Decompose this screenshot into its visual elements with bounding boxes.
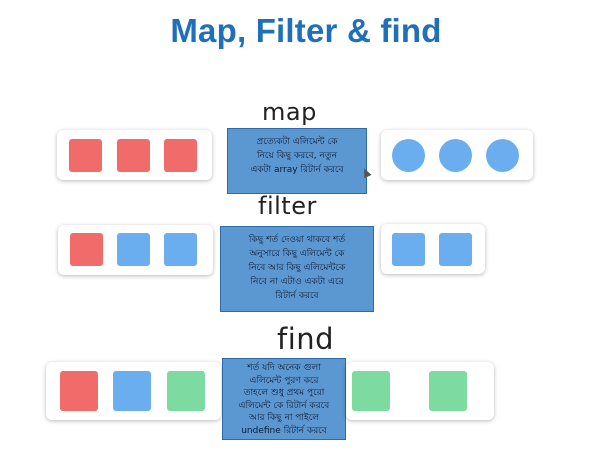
find-description-box: শর্ত যদি অনেক গুলা এলিমেন্ট পুরণ করে তাহ… [222,358,346,440]
filter-description-line: অনুসারে কিছু এলিমেন্ট কে [249,249,345,259]
map-input-item [69,139,102,172]
find-description-line: undefine রিটার্ন করবে [241,425,327,436]
filter-input-card [58,225,213,275]
map-description-box: প্রত্যেকটা এলিমেন্ট কে নিয়ে কিছু করবে, … [227,128,367,194]
filter-output-item [392,233,425,266]
map-description-line: প্রত্যেকটা এলিমেন্ট কে [256,137,338,147]
find-description-line: তাহলে শুধু প্রথম পুরো [243,388,325,398]
find-input-card [46,362,221,420]
map-output-item [486,139,519,172]
map-output-card [381,130,533,180]
map-input-item [164,139,197,172]
find-description-line: এলিমেন্ট পুরণ করে [249,375,319,386]
filter-label: filter [258,192,317,220]
filter-description-line: নিবে আর কিছু এলিমেন্টকে [248,263,346,273]
filter-description-box: কিছু শর্ত দেওয়া থাকবে শর্ত অনুসারে কিছু… [220,226,374,312]
find-input-item [113,371,151,411]
filter-output-item [439,233,472,266]
filter-output-card [381,224,485,274]
map-input-item [117,139,150,172]
find-output-item [429,371,467,411]
filter-input-item [117,233,150,266]
find-input-item [60,371,98,411]
filter-description-line: নিবে না এটাও একটা এরে [250,277,344,287]
filter-input-item [70,233,103,266]
map-label: map [262,98,317,126]
map-description-line: একটা array রিটার্ন করবে [250,165,344,175]
filter-input-item [164,233,197,266]
map-input-card [57,130,212,180]
map-output-item [392,139,425,172]
find-output-card [346,362,494,420]
find-label: find [277,322,335,356]
find-description-line: এলিমেন্ট কে রিটার্ন করবে [238,400,330,411]
filter-description-line: কিছু শর্ত দেওয়া থাকবে শর্ত [248,235,346,245]
page-title: Map, Filter & find [170,12,442,49]
find-output-item [352,371,390,411]
map-output-item [439,139,472,172]
filter-description-line: রিটার্ন করবে [275,291,319,301]
find-input-item [167,371,205,411]
map-description-line: নিয়ে কিছু করবে, নতুন [256,151,337,161]
find-description-line: আর কিছু না পাইলে [248,413,320,423]
find-description-line: শর্ত যদি অনেক গুলা [247,363,321,373]
